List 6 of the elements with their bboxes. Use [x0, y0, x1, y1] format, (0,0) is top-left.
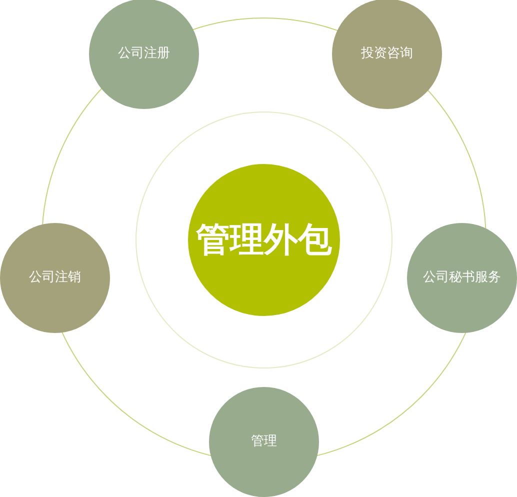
node-label: 公司秘书服务: [423, 270, 501, 286]
node-label: 管理外包: [196, 218, 332, 262]
node-label: 管理: [251, 434, 277, 450]
node-label: 公司注销: [29, 270, 81, 286]
node-label: 投资咨询: [361, 46, 413, 62]
node-label: 公司注册: [118, 46, 170, 62]
